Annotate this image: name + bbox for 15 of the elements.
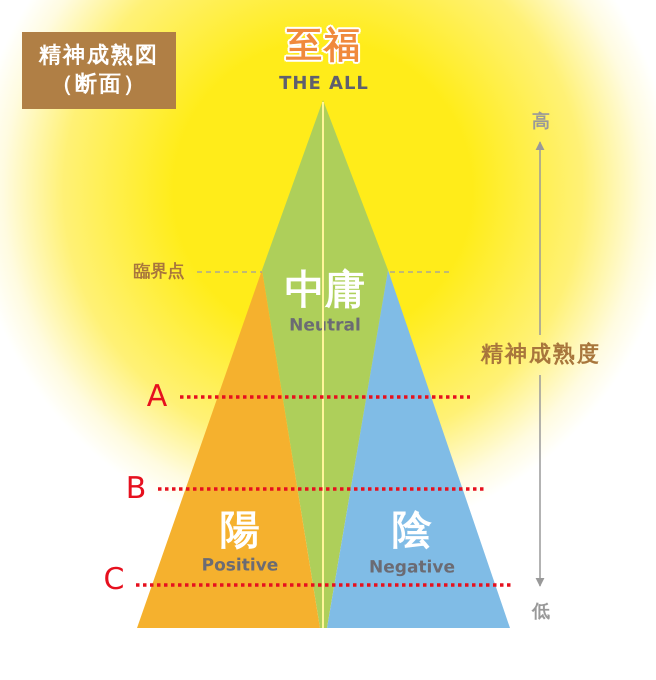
marker-label: 臨界点 [134,264,184,280]
region-subheading: Positive [202,558,278,574]
level-letter: A [146,382,168,412]
level-letter: B [126,474,146,504]
region-heading: 陰 [392,510,432,550]
level-letter: C [104,565,124,595]
scale-label: 高 [532,113,550,131]
region-heading: 中庸 [285,270,365,310]
heading: 至福 [286,28,362,64]
title-box: 精神成熟図（断面） [22,32,176,109]
region-subheading: Negative [369,560,455,576]
region-heading: 陽 [220,510,260,550]
subheading: THE ALL [279,75,369,93]
scale-label: 低 [532,603,550,621]
axis-label: 精神成熟度 [481,344,601,366]
